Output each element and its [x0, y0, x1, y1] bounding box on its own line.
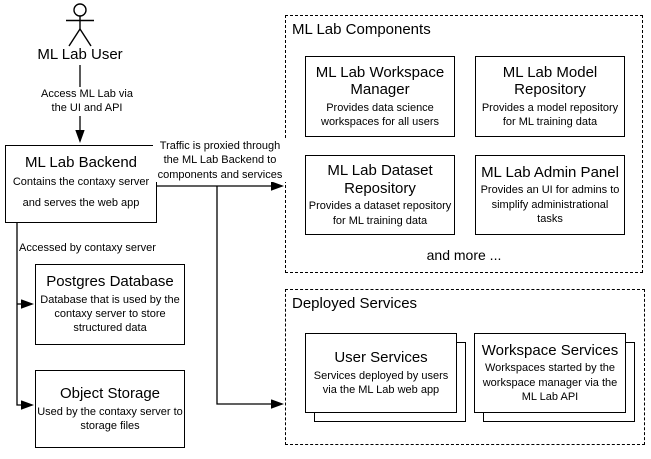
- node-object-storage: Object Storage Used by the contaxy serve…: [35, 370, 185, 448]
- node-workspace-services: Workspace Services Workspaces started by…: [474, 333, 626, 413]
- node-ml-lab-workspace-manager: ML Lab Workspace Manager Provides data s…: [305, 56, 455, 137]
- edge-backend-to-deployed-services: [216, 186, 282, 404]
- node-title: ML Lab Admin Panel: [481, 163, 619, 181]
- node-desc: Provides a model repository for ML train…: [481, 101, 619, 129]
- node-desc: Workspaces started by the workspace mana…: [482, 362, 618, 403]
- node-title: Object Storage: [59, 384, 161, 402]
- node-desc: Contains the contaxy server and serves t…: [12, 176, 150, 210]
- user-actor-icon: [66, 3, 94, 47]
- edge-label-access-ml-lab: Access ML Lab via the UI and API: [31, 87, 143, 116]
- node-user-services: User Services Services deployed by users…: [305, 333, 457, 413]
- node-desc: Services deployed by users via the ML La…: [313, 369, 449, 396]
- node-title: Workspace Services: [481, 341, 619, 359]
- node-title: Postgres Database: [46, 273, 174, 291]
- node-title: ML Lab Workspace Manager: [315, 63, 445, 99]
- node-desc: Provides a dataset repository for ML tra…: [308, 200, 452, 227]
- node-title: ML Lab Model Repository: [502, 63, 598, 99]
- node-ml-lab-backend: ML Lab Backend Contains the contaxy serv…: [5, 145, 157, 223]
- node-title: ML Lab Backend: [24, 153, 138, 171]
- node-desc: Database that is used by the contaxy ser…: [40, 293, 180, 335]
- group-title-deployed: Deployed Services: [292, 295, 418, 312]
- node-postgres-database: Postgres Database Database that is used …: [35, 264, 185, 345]
- node-ml-lab-admin-panel: ML Lab Admin Panel Provides an UI for ad…: [475, 155, 625, 235]
- node-desc: Provides an UI for admins to simplify ad…: [480, 184, 620, 225]
- node-title: ML Lab Dataset Repository: [327, 162, 433, 197]
- node-title: User Services: [334, 348, 428, 366]
- group-deployed-services: Deployed Services: [285, 289, 645, 445]
- node-ml-lab-model-repository: ML Lab Model Repository Provides a model…: [475, 56, 625, 137]
- group-title-components: ML Lab Components: [292, 21, 431, 38]
- edge-backend-to-object-storage: [16, 223, 32, 405]
- node-desc: Used by the contaxy server to storage fi…: [37, 405, 183, 432]
- node-ml-lab-dataset-repository: ML Lab Dataset Repository Provides a dat…: [305, 155, 455, 235]
- actor-label: ML Lab User: [37, 46, 123, 63]
- and-more-label: and more ...: [426, 247, 502, 263]
- node-desc: Provides data science workspaces for all…: [321, 101, 439, 129]
- edge-label-traffic-proxied: Traffic is proxied through the ML Lab Ba…: [153, 139, 287, 182]
- edge-label-accessed-by-contaxy: Accessed by contaxy server: [19, 241, 156, 256]
